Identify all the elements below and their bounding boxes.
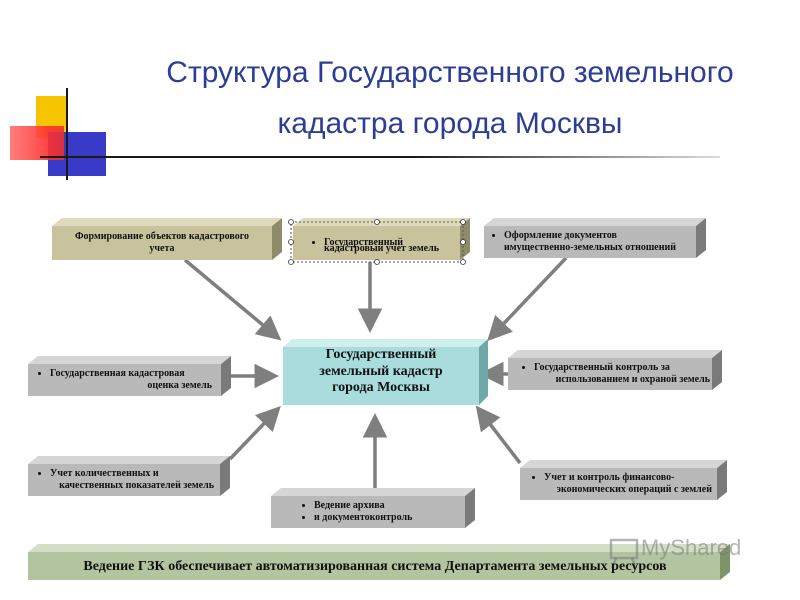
node-center-line-2: земельный кадастр (319, 363, 443, 379)
node-formation: Формирование объектов кадастрового учета (52, 226, 272, 260)
box-finance (520, 460, 727, 500)
node-cadastral-registration-line-2: кадастровый учет земель (324, 243, 440, 254)
node-documents-line-2: имущественно-земельных отношений (504, 242, 677, 253)
node-formation-line-2: учета (149, 243, 175, 254)
page-title-line-2: кадастра города Москвы (277, 107, 623, 140)
watermark-text: MyShared (641, 535, 742, 560)
arrow-accounting (228, 405, 281, 461)
box-accounting (28, 456, 230, 496)
box-cadastral-registration (288, 218, 470, 265)
node-accounting-line-2: качественных показателей земель (59, 480, 214, 491)
node-control-line-2: использованием и охраной земель (555, 374, 710, 385)
box-control (508, 350, 722, 390)
node-valuation-line-2: оценка земель (147, 380, 212, 391)
node-accounting-line-1: Учет количественных и (50, 468, 214, 481)
box-formation (52, 218, 282, 260)
node-formation-line-1: Формирование объектов кадастрового (74, 230, 250, 242)
footer-bar (28, 544, 730, 580)
arrow-formation (183, 258, 282, 341)
node-documents-line-1: Оформление документов (504, 230, 676, 243)
node-control: Государственный контроль за использовани… (520, 358, 710, 390)
node-center-line-1: Государственный (325, 346, 437, 362)
node-valuation: Государственная кадастровая оценка земел… (36, 364, 212, 396)
node-center-line-3: города Москвы (332, 380, 430, 396)
arrow-documents (487, 256, 568, 342)
node-control-line-1: Государственный контроль за (534, 362, 710, 375)
box-center (283, 339, 488, 405)
arrows (183, 256, 568, 488)
node-finance: Учет и контроль финансово- экономических… (530, 468, 712, 500)
box-documents (484, 218, 706, 258)
node-archive-line-1: Ведение архива (314, 500, 412, 513)
node-archive-line-2: и документоконтроль (314, 512, 412, 525)
node-cadastral-registration-line-1: Государственный (324, 237, 403, 250)
node-accounting: Учет количественных и качественных показ… (36, 464, 214, 496)
footer-text: Ведение ГЗК обеспечивает автоматизирован… (83, 559, 667, 574)
node-cadastral-registration: Государственный кадастровый учет земель (310, 226, 460, 260)
node-finance-line-2: экономических операций с землей (556, 484, 712, 495)
box-valuation (28, 356, 231, 396)
node-valuation-line-1: Государственная кадастровая (50, 368, 212, 381)
arrow-finance (475, 405, 522, 465)
node-archive: Ведение архива и документоконтроль (300, 496, 460, 528)
page-title-line-1: Структура Государственного земельного (166, 56, 734, 89)
node-documents: Оформление документов имущественно-земел… (490, 226, 696, 258)
node-finance-line-1: Учет и контроль финансово- (544, 472, 712, 485)
presentation-board-icon (609, 538, 639, 569)
box-archive (271, 488, 475, 528)
node-center: Государственный земельный кадастр города… (283, 339, 479, 405)
